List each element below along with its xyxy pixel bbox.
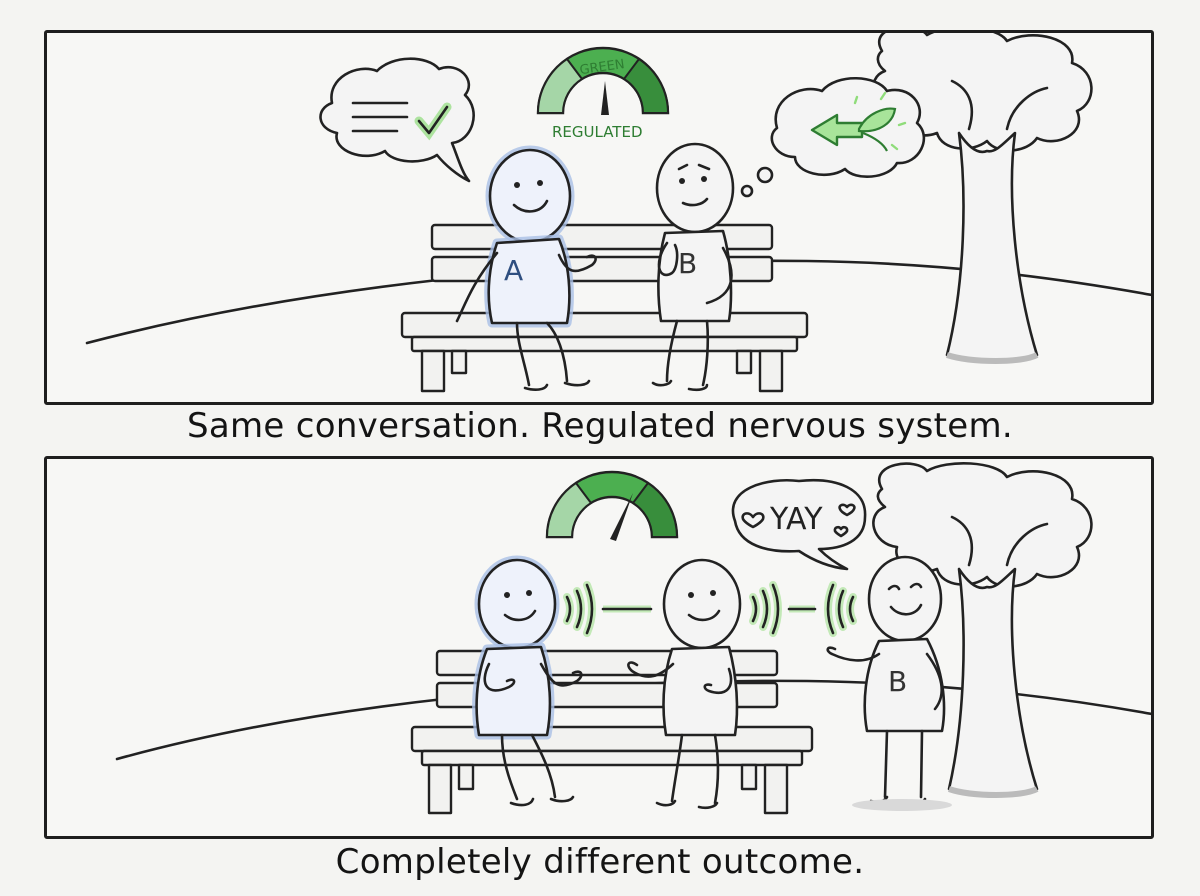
person-b-standing — [826, 555, 952, 811]
person-a — [472, 555, 583, 807]
panel-top-scene: A B — [85, 33, 1151, 393]
caption-top: Same conversation. Regulated nervous sys… — [186, 406, 1014, 446]
gauge-meter-icon — [545, 470, 679, 541]
heart-icon — [741, 512, 765, 529]
person-b — [651, 142, 735, 392]
tree — [872, 462, 1093, 798]
person-a-label: A — [504, 254, 523, 287]
speech-text: YAY — [769, 502, 823, 537]
thought-bubble-calm — [740, 76, 926, 198]
panel-bottom-scene: B YAY — [115, 462, 1151, 815]
heart-icon — [833, 525, 849, 538]
gauge-top-label: GREEN — [579, 57, 626, 78]
speech-bubble-checklist — [319, 57, 475, 183]
person-b-label: B — [888, 665, 907, 698]
person-a — [455, 145, 597, 391]
comic-panel-bottom: B YAY — [44, 456, 1154, 839]
checkmark-icon — [414, 102, 452, 141]
speech-bubble-yay: YAY — [731, 478, 867, 571]
tree — [872, 33, 1093, 364]
gauge-meter-icon: GREEN REGULATED — [536, 46, 670, 141]
comic-panel-top: A B — [44, 30, 1154, 405]
person-b-seated — [627, 558, 742, 810]
leaf-arrow-icon — [810, 91, 907, 152]
heart-icon — [838, 503, 856, 517]
gauge-bottom-label: REGULATED — [552, 123, 643, 141]
sound-wave-icon — [563, 581, 857, 637]
caption-bottom: Completely different outcome. — [335, 842, 865, 882]
person-b-label: B — [678, 247, 697, 280]
bench — [410, 649, 814, 815]
